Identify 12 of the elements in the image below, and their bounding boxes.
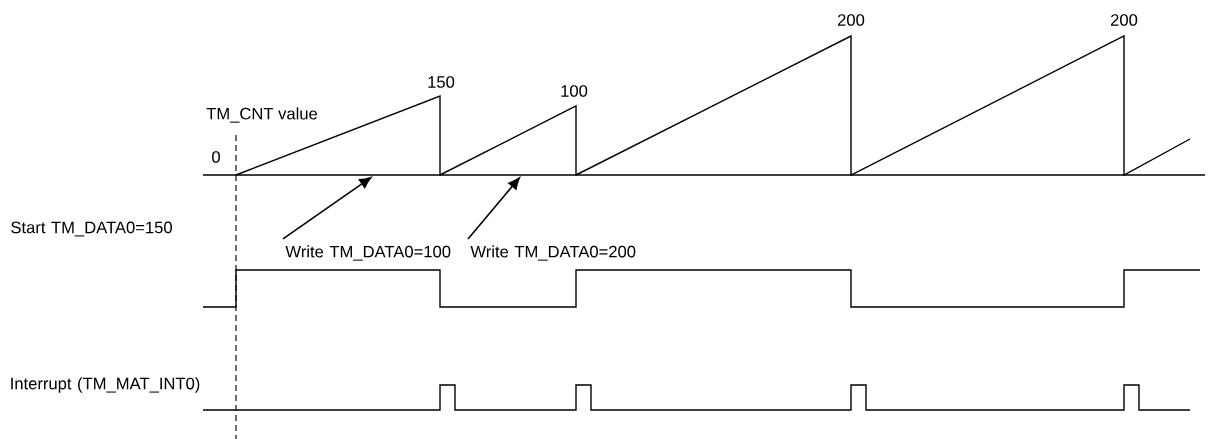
signal-label: Interrupt (TM_MAT_INT0) bbox=[11, 377, 200, 393]
arrow bbox=[282, 176, 372, 240]
value-label: 100 bbox=[561, 85, 588, 97]
value-label: 150 bbox=[428, 76, 455, 88]
signal-label: Start TM_DATA0=150 bbox=[11, 221, 172, 237]
value-label: 0 bbox=[212, 151, 220, 163]
arrow bbox=[467, 177, 520, 240]
value-label: 200 bbox=[1111, 14, 1138, 26]
annotation-text: Write TM_DATA0=100 bbox=[285, 245, 451, 261]
value-label: 200 bbox=[838, 14, 865, 26]
axis-label: TM_CNT value bbox=[206, 107, 318, 123]
annotation-text: Write TM_DATA0=200 bbox=[470, 245, 636, 261]
